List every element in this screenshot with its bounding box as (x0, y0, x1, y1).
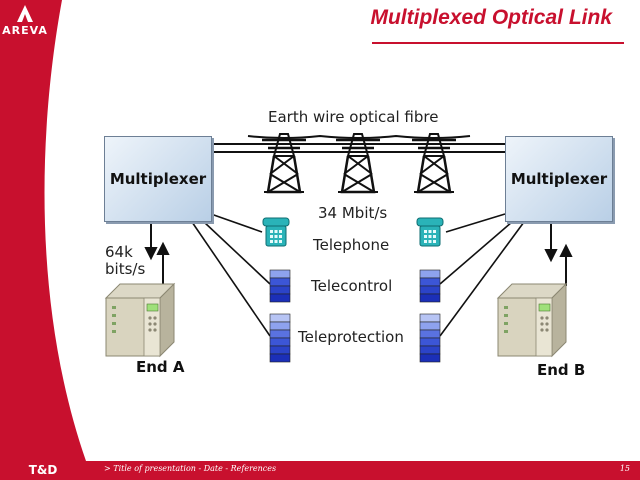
page-number: 15 (619, 464, 630, 473)
teleprotection-stack-icon (419, 313, 441, 363)
overhead-conductors (211, 134, 505, 153)
telecontrol-stack-icon (419, 269, 441, 303)
end-a-label: End A (136, 358, 185, 376)
right-channel-links (439, 213, 525, 337)
relay-end-a-icon (105, 283, 175, 357)
sidebar-band (0, 0, 86, 461)
telecontrol-stack-icon (269, 269, 291, 303)
left-channel-links (191, 213, 271, 337)
end-b-arrows-icon (544, 222, 573, 286)
teleprotection-label: Teleprotection (298, 328, 404, 346)
end-a-arrows-icon (144, 222, 170, 286)
relay-end-b-icon (497, 283, 567, 357)
transmission-tower-icon (260, 132, 308, 194)
footer-reference: > Title of presentation - Date - Referen… (104, 464, 277, 473)
logo-wordmark: AREVA (2, 24, 48, 37)
right-multiplexer: Multiplexer (505, 136, 613, 222)
end-b-label: End B (537, 361, 586, 379)
left-multiplexer: Multiplexer (104, 136, 212, 222)
slide-title: Multiplexed Optical Link (370, 6, 612, 29)
telephone-label: Telephone (313, 236, 390, 254)
rate-label: 34 Mbit/s (318, 204, 388, 222)
teleprotection-stack-icon (269, 313, 291, 363)
telephone-icon (416, 217, 444, 247)
channel-rate-label: 64k bits/s (105, 243, 146, 278)
footer-band (0, 461, 640, 480)
areva-logo-icon (17, 5, 33, 22)
title-underline (372, 42, 624, 44)
footer-division: T&D (28, 463, 58, 477)
fibre-label: Earth wire optical fibre (268, 108, 439, 126)
transmission-tower-icon (410, 132, 458, 194)
transmission-tower-icon (334, 132, 382, 194)
telephone-icon (262, 217, 290, 247)
telecontrol-label: Telecontrol (311, 277, 393, 295)
